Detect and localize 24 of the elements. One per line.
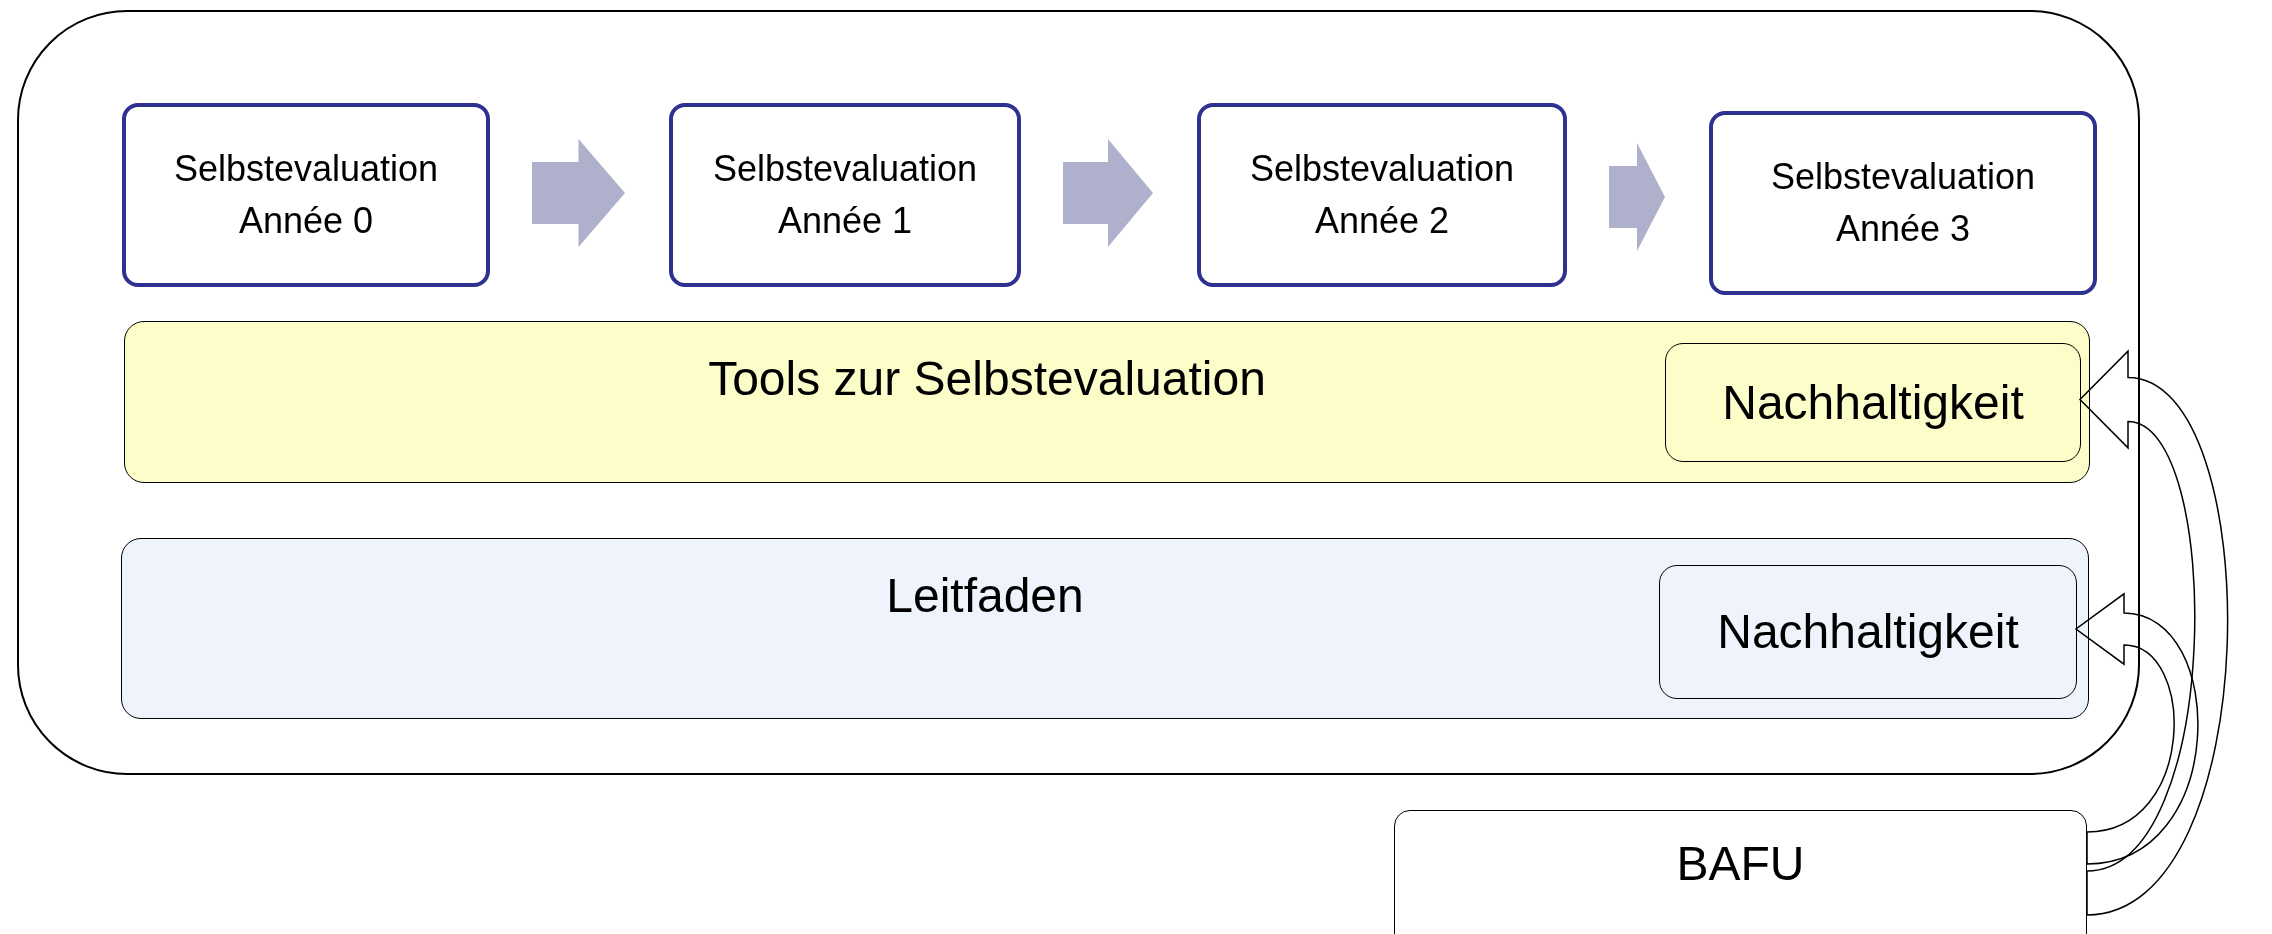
- node-label: Selbstevaluation Année 1: [711, 146, 979, 243]
- curved-block-arrow: [2075, 593, 2199, 865]
- subsection-box: [1659, 565, 2077, 699]
- curved-block-arrow: [2079, 350, 2228, 916]
- process-box: [1197, 103, 1567, 287]
- node-label: Selbstevaluation Année 0: [172, 146, 440, 243]
- process-box: [669, 103, 1021, 287]
- subsection-box: [1665, 343, 2081, 462]
- node-label: Leitfaden: [886, 568, 1084, 624]
- node-label: Nachhaltigkeit: [1722, 374, 2024, 431]
- node-label: Selbstevaluation Année 3: [1769, 154, 2037, 251]
- node-label: Tools zur Selbstevaluation: [708, 351, 1266, 407]
- section-band: [124, 321, 2090, 483]
- node-label: Selbstevaluation Année 2: [1248, 146, 1516, 243]
- node-label: BAFU: [1676, 836, 1805, 892]
- source-box: [1394, 810, 2087, 934]
- block-arrow: [1609, 143, 1665, 251]
- block-arrow: [1063, 139, 1153, 247]
- box-container-box: [17, 10, 2140, 775]
- process-box: [1709, 111, 2097, 295]
- section-band: [121, 538, 2089, 719]
- node-label: Nachhaltigkeit: [1717, 604, 2019, 661]
- process-box: [122, 103, 490, 287]
- block-arrow: [532, 139, 625, 247]
